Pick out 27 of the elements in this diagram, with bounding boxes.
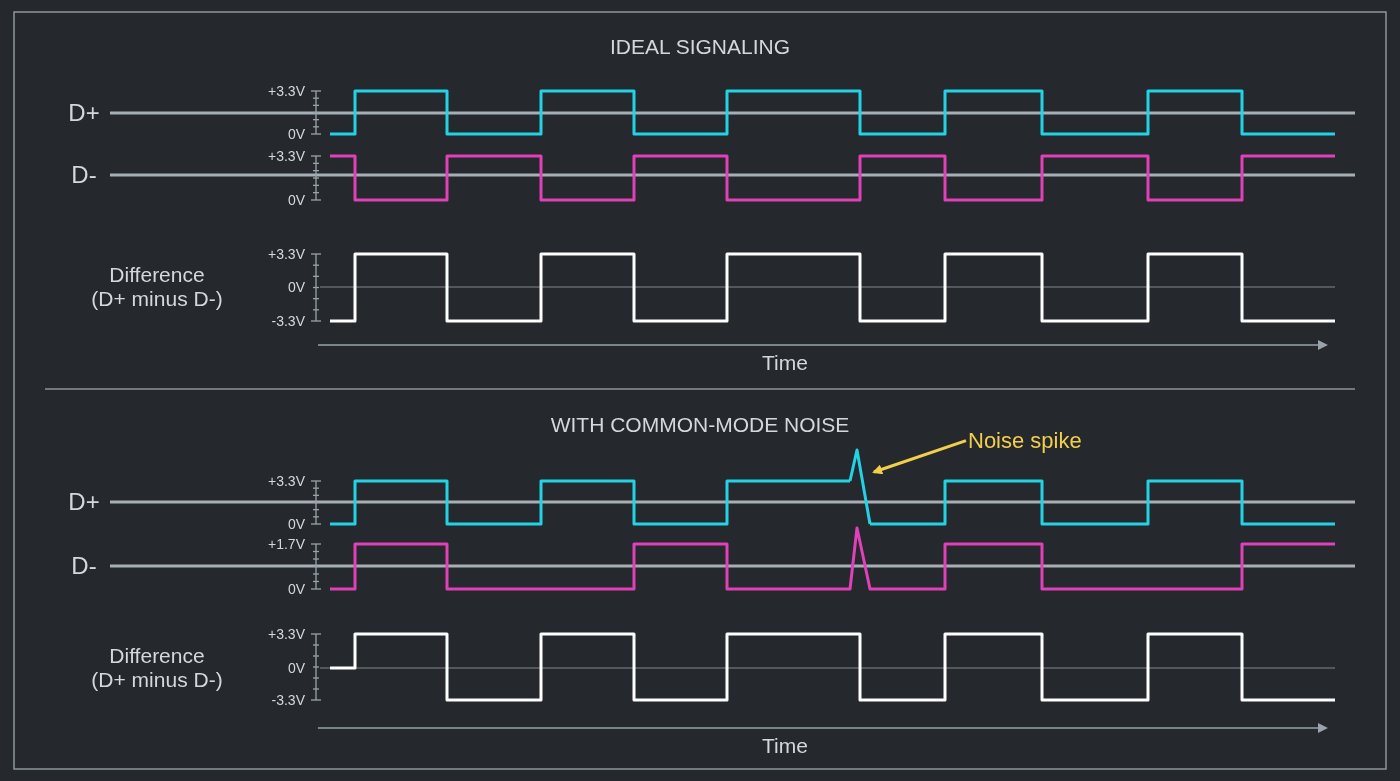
voltage-label: +3.3V (268, 472, 305, 490)
callout-text: Noise spike (968, 428, 1082, 454)
section-title: IDEAL SIGNALING (609, 34, 791, 60)
voltage-label: 0V (287, 191, 305, 209)
signal-name: D+ (68, 488, 100, 516)
voltage-label: +1.7V (268, 535, 305, 553)
voltage-label: 0V (287, 659, 305, 677)
voltage-label: 0V (287, 515, 305, 533)
voltage-label: +3.3V (268, 625, 305, 643)
voltage-label: +3.3V (268, 245, 305, 263)
voltage-label: 0V (287, 125, 305, 143)
signal-name: Difference (D+ minus D-) (90, 262, 224, 312)
voltage-label: 0V (287, 278, 305, 296)
voltage-label: -3.3V (271, 312, 305, 330)
signal-name: D- (71, 161, 97, 189)
voltage-label: -3.3V (271, 691, 305, 709)
axis-title: Time (762, 350, 808, 376)
voltage-label: 0V (287, 580, 305, 598)
section-title: WITH COMMON-MODE NOISE (550, 412, 850, 438)
noise-spike (848, 448, 872, 525)
voltage-label: +3.3V (268, 147, 305, 165)
signal-name: D- (71, 552, 97, 580)
voltage-label: +3.3V (268, 82, 305, 100)
axis-title: Time (762, 733, 808, 759)
signal-name: Difference (D+ minus D-) (90, 643, 224, 693)
leader-line (872, 439, 967, 475)
signal-name: D+ (68, 99, 100, 127)
